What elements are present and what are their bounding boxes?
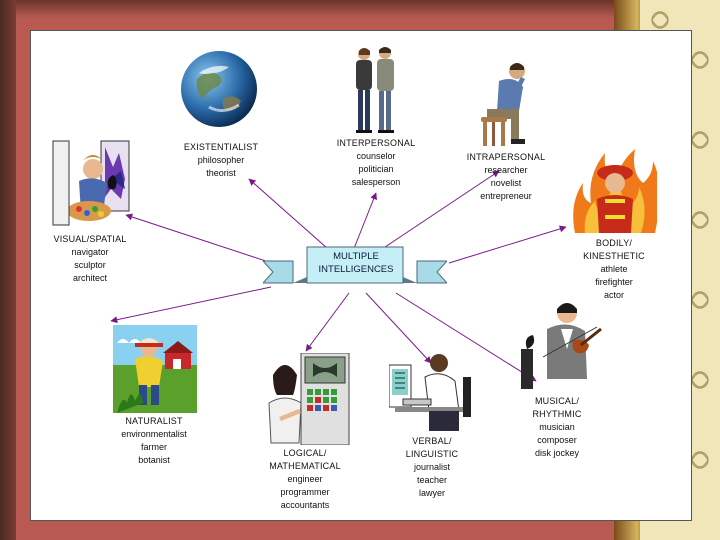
connector-arrows	[110, 170, 567, 382]
center-banner	[261, 243, 449, 293]
center-title-line2: INTELLIGENCES	[318, 264, 394, 275]
arrow-musical	[395, 292, 537, 382]
arrow-interpersonal	[352, 192, 377, 252]
logical-title-line2: MATHEMATICAL	[269, 461, 341, 471]
bodily-role: athlete	[600, 264, 628, 274]
intrapersonal-role: entrepreneur	[480, 191, 532, 201]
musical-role: musician	[539, 422, 575, 432]
arrow-existentialist	[248, 178, 337, 257]
existentialist-title: EXISTENTIALIST	[183, 142, 259, 152]
verbal-title-line2: LINGUISTIC	[405, 449, 459, 459]
firefighter-icon	[571, 143, 657, 235]
visual-spatial-title: VISUAL/SPATIAL	[53, 234, 127, 244]
arrow-logical	[305, 292, 350, 352]
verbal-title-line1: VERBAL/	[412, 436, 452, 446]
musical-role: composer	[537, 435, 577, 445]
intrapersonal-title: INTRAPERSONAL	[466, 152, 546, 162]
visual-spatial-role: navigator	[71, 247, 109, 257]
naturalist-role: farmer	[140, 442, 167, 452]
naturalist-role: environmentalist	[121, 429, 187, 439]
interpersonal-role: politician	[358, 164, 394, 174]
logical-mathematical-label: LOGICAL/ MATHEMATICAL engineer programme…	[253, 447, 357, 512]
existentialist-role: theorist	[206, 168, 236, 178]
slide: MULTIPLE INTELLIGENCES EXISTENTIALIST ph…	[30, 30, 692, 521]
interpersonal-label: INTERPERSONAL counselor politician sales…	[331, 137, 421, 189]
bodily-role: firefighter	[595, 277, 633, 287]
logical-role: engineer	[287, 474, 323, 484]
musical-rhythmic-label: MUSICAL/ RHYTHMIC musician composer disk…	[517, 395, 597, 460]
globe-icon	[179, 49, 259, 129]
farmer-icon	[113, 325, 197, 413]
existentialist-role: philosopher	[197, 155, 245, 165]
visual-spatial-role: sculptor	[74, 260, 106, 270]
visual-spatial-label: VISUAL/SPATIAL navigator sculptor archit…	[45, 233, 135, 285]
painter-icon	[49, 139, 131, 231]
arrow-intrapersonal	[375, 170, 500, 254]
logical-title-line1: LOGICAL/	[283, 448, 327, 458]
verbal-linguistic-label: VERBAL/ LINGUISTIC journalist teacher la…	[389, 435, 475, 500]
arrow-bodily	[448, 225, 567, 264]
verbal-role: teacher	[416, 475, 448, 485]
center-title: MULTIPLE INTELLIGENCES	[317, 250, 395, 276]
musical-title-line1: MUSICAL/	[534, 396, 580, 406]
naturalist-title: NATURALIST	[125, 416, 183, 426]
bodily-title-line2: KINESTHETIC	[583, 251, 645, 261]
musical-title-line2: RHYTHMIC	[532, 409, 582, 419]
verbal-role: lawyer	[418, 488, 445, 498]
frame-left-edge	[0, 0, 16, 540]
typist-icon	[389, 349, 473, 435]
interpersonal-role: counselor	[356, 151, 396, 161]
arrow-naturalist	[110, 286, 272, 324]
musical-role: disk jockey	[534, 448, 579, 458]
frame-top	[0, 0, 720, 18]
intrapersonal-role: researcher	[484, 165, 528, 175]
logical-role: programmer	[280, 487, 330, 497]
logical-role: accountants	[280, 500, 330, 510]
interpersonal-title: INTERPERSONAL	[336, 138, 416, 148]
interpersonal-role: salesperson	[351, 177, 401, 187]
verbal-role: journalist	[413, 462, 451, 472]
couple-icon	[349, 45, 401, 135]
visual-spatial-role: architect	[72, 273, 107, 283]
intrapersonal-label: INTRAPERSONAL researcher novelist entrep…	[461, 151, 551, 203]
bodily-role: actor	[603, 290, 624, 300]
computer-woman-icon	[261, 353, 351, 445]
existentialist-label: EXISTENTIALIST philosopher theorist	[181, 141, 261, 180]
bodily-title-line1: BODILY/	[595, 238, 633, 248]
arrow-verbal	[365, 292, 432, 364]
intrapersonal-role: novelist	[490, 178, 522, 188]
thinker-icon	[475, 59, 537, 147]
violinist-icon	[517, 299, 603, 391]
naturalist-role: botanist	[138, 455, 170, 465]
naturalist-label: NATURALIST environmentalist farmer botan…	[109, 415, 199, 467]
center-title-line1: MULTIPLE	[333, 251, 379, 262]
bodily-kinesthetic-label: BODILY/ KINESTHETIC athlete firefighter …	[569, 237, 659, 302]
arrow-visual	[125, 213, 282, 267]
